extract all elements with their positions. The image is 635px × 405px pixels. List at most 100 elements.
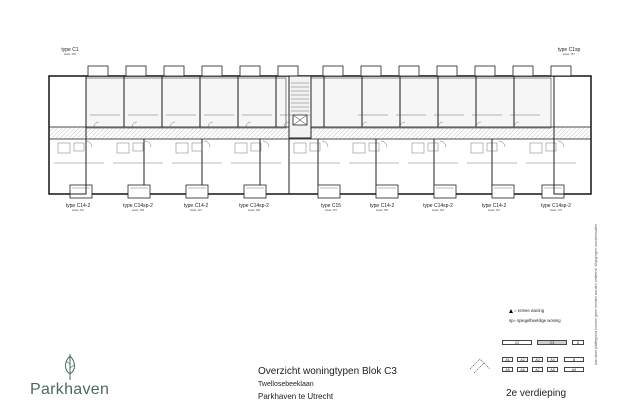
loggia-zone-right [310, 77, 552, 129]
legend-entree-text: = entree woning [514, 308, 545, 313]
type-name: type C14sp-2 [541, 203, 571, 209]
type-kavel: kavel: 157 [325, 209, 337, 212]
storage [368, 142, 380, 152]
bottom-balcony [433, 184, 457, 199]
room-details [54, 114, 576, 164]
type-name: type C14-2 [65, 203, 91, 209]
bottom-balcony [317, 184, 341, 199]
storage [309, 142, 321, 152]
top-balcony [201, 65, 223, 77]
bathroom [175, 142, 189, 154]
loggia-zone-left [85, 77, 287, 129]
storage [250, 142, 262, 152]
door-swing [437, 121, 444, 128]
top-balcony [550, 65, 572, 77]
door-swing [93, 121, 100, 128]
door-swing [557, 140, 565, 148]
door-swing [513, 121, 520, 128]
type-kavel: kavel: 157 [563, 53, 575, 56]
door-swing [361, 121, 368, 128]
floor-level: 2e verdieping [506, 388, 567, 399]
disclaimer: Aan deze plattegrond kunnen geen rechten… [594, 223, 598, 365]
type-kavel: kavel: 201 [72, 209, 84, 212]
key-a5: A5 [502, 367, 513, 372]
type-name: type C14sp-2 [123, 203, 153, 209]
bottom-balcony [127, 184, 151, 199]
door-swing [245, 121, 252, 128]
type-name: type C14-2 [183, 203, 209, 209]
type-kavel: kavel: 195 [248, 209, 260, 212]
top-balcony [512, 65, 534, 77]
bottom-balcony [541, 184, 565, 199]
top-balcony [125, 65, 147, 77]
door-swing [283, 121, 290, 128]
bathroom [411, 142, 425, 154]
type-name: type C1sp [557, 47, 581, 53]
top-balcony [163, 65, 185, 77]
drawing-title: Overzicht woningtypen Blok C3 [258, 366, 397, 377]
top-balcony [277, 65, 299, 77]
legend-spiegel-text: sp= spiegelbeeldige woning [509, 318, 561, 323]
type-name: type C14-2 [481, 203, 507, 209]
street-name: Twellosebeeklaan [258, 381, 314, 388]
door-swing [475, 121, 482, 128]
bathroom [234, 142, 248, 154]
type-name: type C15 [320, 203, 342, 209]
top-loggias [87, 65, 572, 77]
door-swing [498, 140, 506, 148]
door-swing [399, 121, 406, 128]
bathroom [352, 142, 366, 154]
type-kavel: kavel: 203 [64, 53, 76, 56]
door-swing [169, 121, 176, 128]
door-swing [131, 121, 138, 128]
type-name: type C14sp-2 [239, 203, 269, 209]
type-name: type C14sp-2 [423, 203, 453, 209]
key-d: D [572, 340, 584, 345]
door-swing [380, 140, 388, 148]
top-balcony [87, 65, 109, 77]
key-c2: C2 [502, 340, 532, 345]
door-swing [144, 140, 152, 148]
key-c3: C3 [537, 340, 567, 345]
type-name: type C1 [61, 47, 79, 53]
key-a7: A7 [532, 367, 543, 372]
north-arrow-icon [469, 358, 491, 374]
corridor [48, 126, 592, 140]
type-label-top-right: type C1sp kavel: 157 [558, 47, 581, 56]
bottom-balcony [69, 184, 93, 199]
bathroom [529, 142, 543, 154]
storage [427, 142, 439, 152]
bathroom [293, 142, 307, 154]
key-a6: A6 [517, 367, 528, 372]
door-swing [207, 121, 214, 128]
key-a4: A4 [547, 357, 558, 362]
key-b: B [564, 357, 584, 362]
bottom-balcony [185, 184, 209, 199]
type-name: type C14-2 [369, 203, 395, 209]
key-a8: A8 [547, 367, 558, 372]
type-kavel: kavel: 179 [550, 209, 562, 212]
key-a9: A9 [564, 367, 584, 372]
type-kavel: kavel: 155 [376, 209, 388, 212]
bottom-balcony [491, 184, 515, 199]
top-balcony [239, 65, 261, 77]
floor-plan [48, 65, 592, 199]
door-swing [262, 140, 270, 148]
bathroom [57, 142, 71, 154]
legend-spiegel: sp= spiegelbeeldige woning [509, 318, 561, 323]
bottom-balconies [69, 184, 565, 199]
parkhaven-leaf-logo-icon [65, 354, 75, 380]
type-kavel: kavel: 153 [432, 209, 444, 212]
type-kavel: kavel: 199 [132, 209, 144, 212]
storage [545, 142, 557, 152]
top-balcony [322, 65, 344, 77]
door-swing [203, 140, 211, 148]
stair-treads [291, 82, 309, 112]
logo-text: Parkhaven [30, 381, 110, 398]
